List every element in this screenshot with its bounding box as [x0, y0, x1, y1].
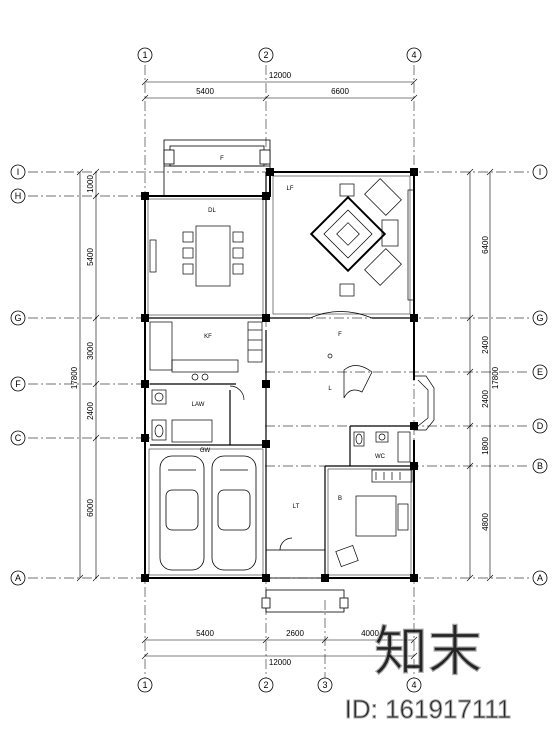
- kitchen-label: KF: [204, 334, 212, 340]
- dim-left-1: 1000: [86, 175, 95, 193]
- balcony-label: F: [220, 156, 224, 162]
- row-axis-bubbles-left: [10, 164, 26, 586]
- axis-top-1: 1: [142, 50, 147, 60]
- dim-bottom-right: 4000: [361, 629, 379, 638]
- axis-right-B: B: [537, 461, 543, 471]
- axis-top-2: 2: [263, 50, 268, 60]
- dim-left-overall: 17800: [70, 366, 79, 389]
- bottom-dimension-labels: 5400 2600 4000 12000: [196, 629, 379, 667]
- hall-label: F: [338, 332, 342, 338]
- axis-left-I: I: [17, 167, 20, 177]
- garage-cars: [159, 455, 257, 571]
- axis-top-4: 4: [411, 50, 416, 60]
- dim-left-4: 2400: [86, 402, 95, 420]
- laundry-label: LAW: [192, 402, 205, 408]
- stair-label: L: [328, 386, 332, 392]
- dim-right-2: 2400: [481, 336, 490, 354]
- watermark-brand: 知末: [374, 622, 482, 682]
- interior-walls: [145, 172, 414, 578]
- axis-left-F: F: [15, 379, 21, 389]
- dim-left-2: 5400: [86, 248, 95, 266]
- dining-table: [149, 225, 244, 287]
- kitchen-fixtures: [149, 321, 263, 381]
- wall-faces: [147, 175, 412, 576]
- axis-left-C: C: [15, 433, 22, 443]
- exterior-walls: [144, 171, 415, 579]
- dim-top-left: 5400: [196, 87, 214, 96]
- living-room-label: LF: [286, 186, 293, 192]
- axis-right-I: I: [539, 167, 542, 177]
- dim-bottom-middle: 2600: [286, 629, 304, 638]
- column-axis-bubbles-top: [137, 47, 422, 63]
- axis-left-G: G: [14, 313, 21, 323]
- axis-bottom-1: 1: [142, 680, 147, 690]
- living-room-furniture: [309, 178, 415, 301]
- dim-left-5: 6000: [86, 499, 95, 517]
- left-dimension-labels: 17800 1000 5400 3000 2400 6000: [70, 175, 95, 517]
- right-dimension-labels: 17800 6400 2400 2400 1800 4800: [481, 236, 500, 531]
- entry-label: LT: [293, 504, 300, 510]
- bedroom-furniture: [335, 469, 413, 568]
- dim-right-3: 2400: [481, 390, 490, 408]
- dining-room-label: DL: [208, 208, 216, 214]
- dim-top-overall: 12000: [269, 71, 292, 80]
- axis-right-G: G: [536, 313, 543, 323]
- bathroom-fixtures: [353, 431, 411, 463]
- watermark-id: ID: 161917111: [345, 694, 512, 724]
- dim-right-5: 4800: [481, 513, 490, 531]
- laundry-fixtures: [151, 385, 245, 443]
- axis-bottom-3: 3: [322, 680, 327, 690]
- axis-bottom-2: 2: [263, 680, 268, 690]
- top-balcony: [163, 139, 271, 197]
- axis-right-D: D: [537, 421, 544, 431]
- dim-bottom-overall: 12000: [269, 658, 292, 667]
- axis-bottom-4: 4: [411, 680, 416, 690]
- axis-left-H: H: [15, 191, 22, 201]
- pillars: [141, 168, 418, 582]
- dim-right-1: 6400: [481, 236, 490, 254]
- row-axis-bubbles-right: [532, 164, 548, 586]
- dim-left-3: 3000: [86, 342, 95, 360]
- dim-right-4: 1800: [481, 437, 490, 455]
- entrance-porch: [261, 537, 349, 613]
- axis-right-E: E: [537, 367, 543, 377]
- axis-lines: [28, 65, 530, 680]
- garage-label: GW: [200, 448, 211, 454]
- bedroom-label: B: [338, 496, 342, 502]
- dim-bottom-left: 5400: [196, 629, 214, 638]
- axis-right-A: A: [537, 573, 543, 583]
- dim-right-overall: 17800: [491, 366, 500, 389]
- column-axis-bubbles-bottom: [137, 677, 422, 693]
- bathroom-label: WC: [375, 454, 386, 460]
- hall-features: [309, 311, 435, 431]
- axis-left-A: A: [15, 573, 21, 583]
- top-dimension-labels: 12000 5400 6600: [196, 71, 349, 96]
- dimension-lines: [76, 78, 494, 660]
- dim-top-right: 6600: [331, 87, 349, 96]
